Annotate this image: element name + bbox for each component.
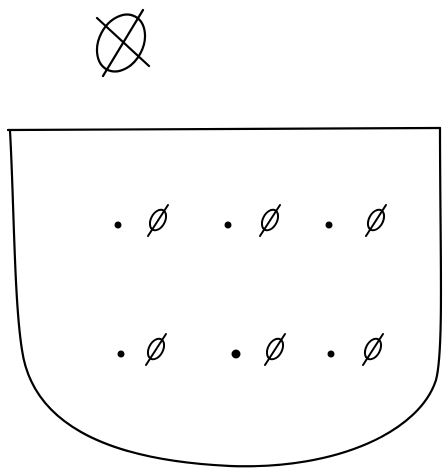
slashed-zero-symbol	[365, 205, 388, 236]
container-top-line	[8, 128, 440, 130]
cross-stroke-2	[103, 10, 143, 76]
slashed-zero-symbol	[145, 334, 168, 365]
container-outline	[10, 128, 441, 466]
dot-icon	[225, 222, 232, 229]
slashed-zero-symbol	[147, 205, 170, 236]
symbol-rows	[115, 205, 388, 365]
container	[8, 128, 441, 466]
dot-icon	[326, 222, 333, 229]
slashed-zero-symbol	[362, 334, 385, 365]
crossed-circle-icon	[87, 6, 154, 80]
slashed-zero-symbol	[264, 334, 287, 365]
dot-icon	[328, 351, 335, 358]
dot-icon	[118, 351, 125, 358]
dot-icon	[232, 350, 241, 359]
dot-icon	[115, 222, 122, 229]
slashed-zero-symbol	[259, 205, 282, 236]
symbol-row	[115, 205, 388, 236]
symbol-row	[118, 334, 385, 365]
